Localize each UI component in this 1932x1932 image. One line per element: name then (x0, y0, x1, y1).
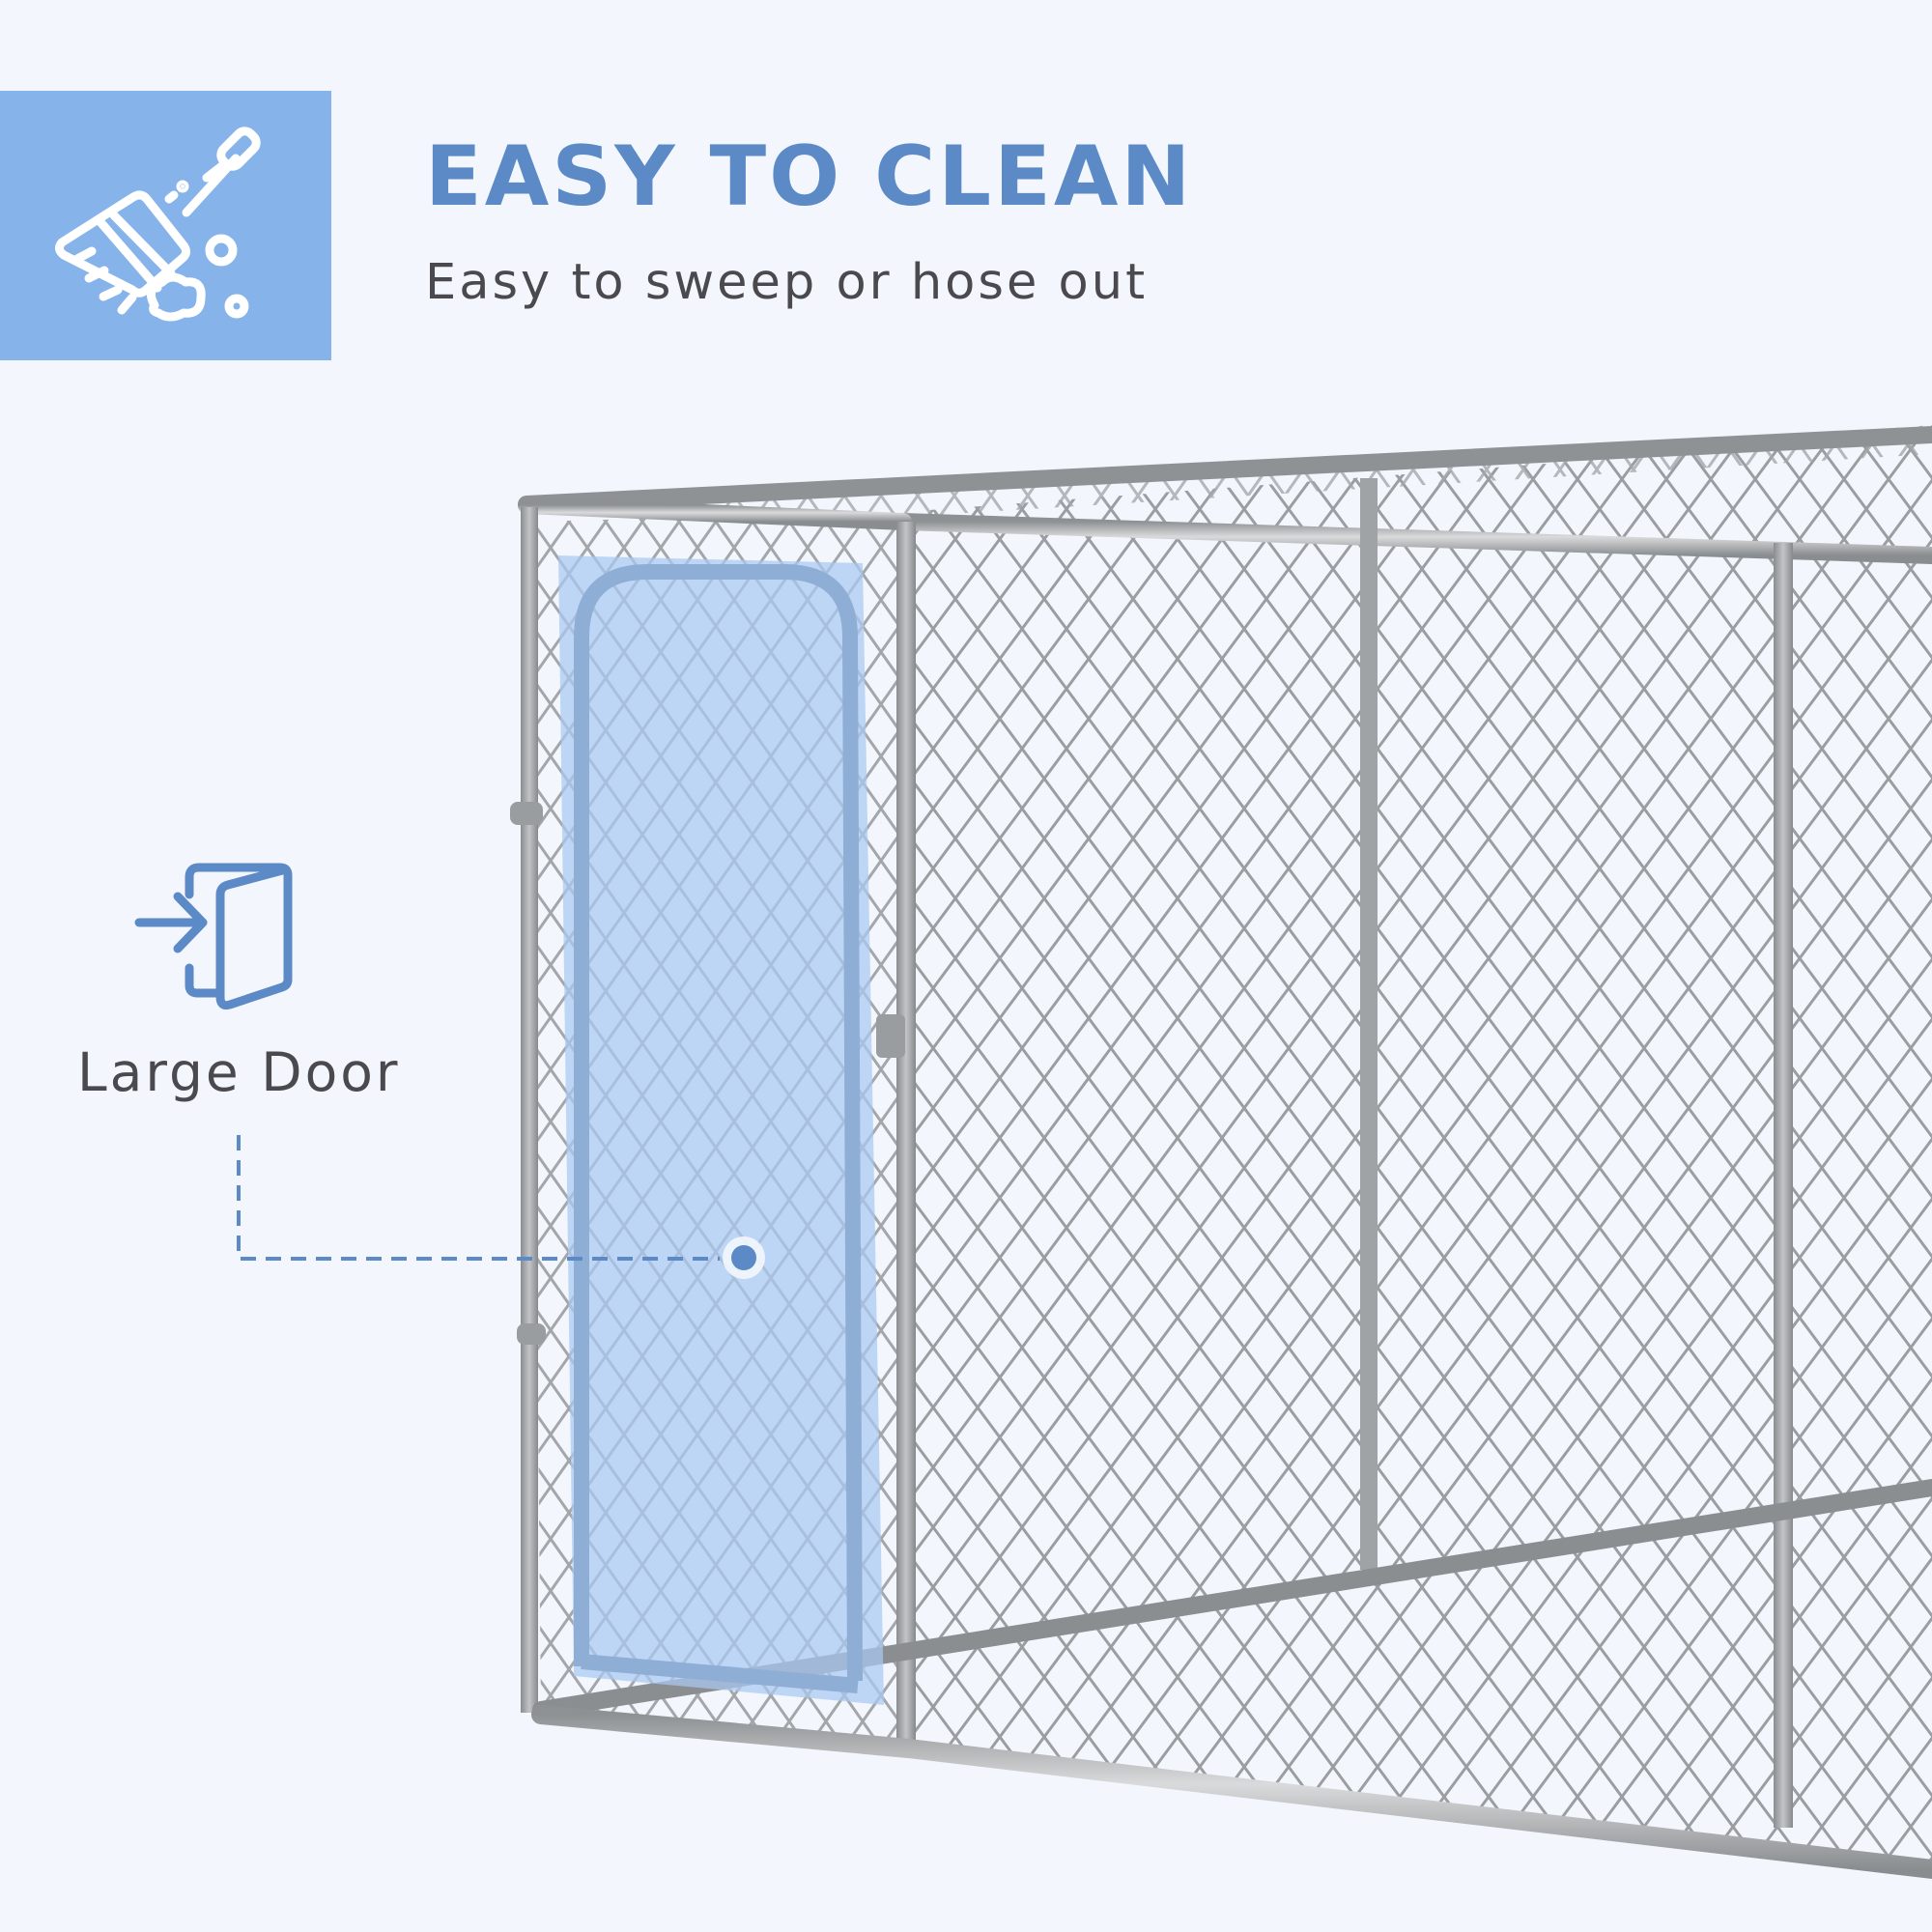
feature-title: EASY TO CLEAN (425, 128, 1194, 225)
frame-pipes (510, 426, 1932, 1879)
gate-door-highlight (558, 555, 884, 1705)
feature-badge (0, 91, 331, 360)
broom-sweeping-icon (54, 127, 261, 322)
feature-subtitle: Easy to sweep or hose out (425, 254, 1149, 311)
door-callout-label: Large Door (77, 1041, 401, 1103)
door-enter-icon (134, 863, 293, 1010)
